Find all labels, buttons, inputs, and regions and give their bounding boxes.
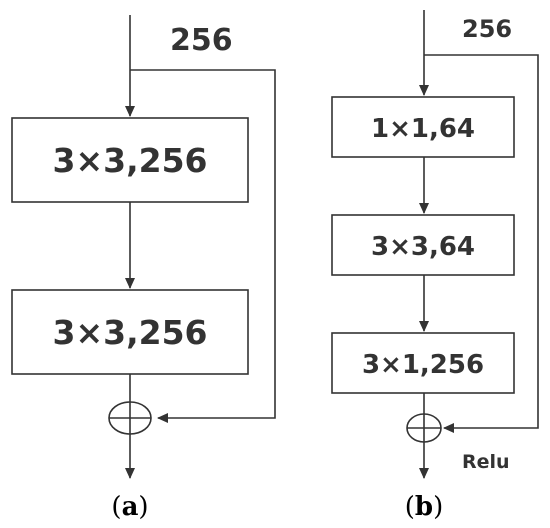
diagram-b-block-1 [331,96,515,158]
diagram-b-block-2-label: 3×3,64 [371,232,475,262]
circled-plus-icon [108,401,152,435]
diagram-b-caption: (b) [405,492,444,522]
diagram-b: 256 1×1,64 3×3,64 3×1,256 Relu (b) [331,10,539,522]
diagram-b-block-3 [331,332,515,394]
diagram-b-activation-label: Relu [462,451,510,473]
diagram-b-input-label: 256 [462,15,512,43]
circled-plus-icon [406,413,442,443]
diagram-b-skip-connection [424,54,539,433]
diagram-a-skip-connection [130,69,276,423]
diagram-b-block-3-label: 3×1,256 [362,350,484,380]
diagram-b-block-1-label: 1×1,64 [371,114,475,144]
diagram-a-block-1 [11,117,249,203]
diagram-a-caption: (a) [111,492,148,522]
diagram-a: 256 3×3,256 3×3,256 (a) [11,15,276,522]
diagram-a-input-label: 256 [170,23,233,58]
diagram-a-block-1-label: 3×3,256 [53,141,208,180]
diagram-a-block-2-label: 3×3,256 [53,313,208,352]
diagram-b-block-2 [331,214,515,276]
diagram-a-block-2 [11,289,249,375]
